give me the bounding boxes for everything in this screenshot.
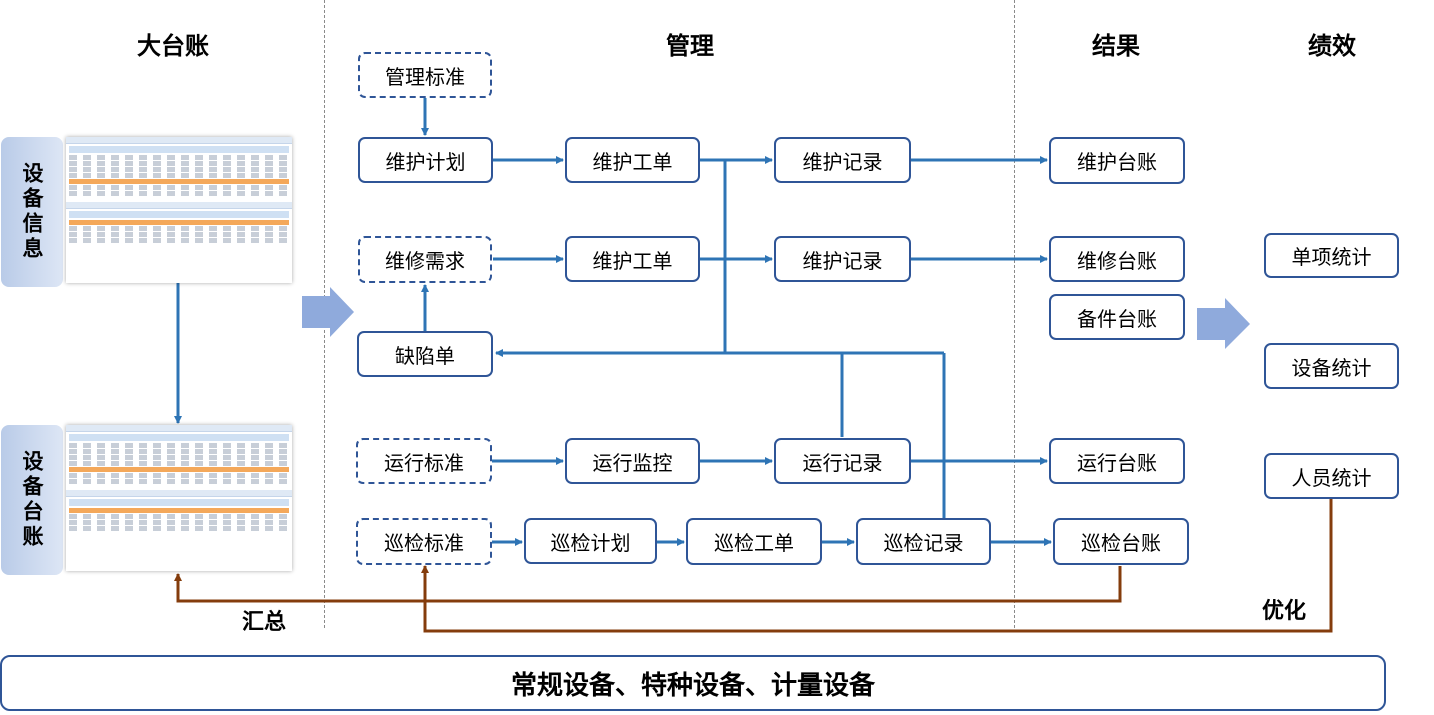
node-run-ledger: 运行台账 xyxy=(1049,438,1185,484)
equipment-ledger-screenshot xyxy=(66,425,292,571)
equipment-ledger-label: 设备台账 xyxy=(1,425,63,575)
node-inspect-plan: 巡检计划 xyxy=(524,518,657,564)
column-title-management: 管理 xyxy=(666,32,714,60)
node-inspect-record: 巡检记录 xyxy=(856,518,991,565)
equipment-info-screenshot xyxy=(66,137,292,283)
node-repair-ledger: 维修台账 xyxy=(1049,236,1185,282)
divider-management-result xyxy=(1014,0,1015,628)
feedback-optimize-line xyxy=(421,499,1333,633)
node-mgmt-standard: 管理标准 xyxy=(358,52,492,98)
node-inspect-ledger: 巡检台账 xyxy=(1053,518,1189,565)
node-repair-demand: 维修需求 xyxy=(358,236,492,283)
equipment-info-label: 设备信息 xyxy=(1,137,63,287)
node-maint-record-2: 维护记录 xyxy=(774,236,911,282)
node-single-stats: 单项统计 xyxy=(1264,233,1399,278)
node-run-record: 运行记录 xyxy=(774,438,911,484)
big-arrow-result-to-performance xyxy=(1197,298,1250,349)
node-inspect-order: 巡检工单 xyxy=(686,518,822,565)
node-maint-ledger: 维护台账 xyxy=(1049,137,1185,184)
node-staff-stats: 人员统计 xyxy=(1264,453,1399,499)
node-maint-record-1: 维护记录 xyxy=(774,137,911,183)
node-equip-stats: 设备统计 xyxy=(1264,343,1399,389)
big-arrow-ledger-to-management xyxy=(302,287,354,337)
node-spare-ledger: 备件台账 xyxy=(1049,294,1185,340)
optimize-label: 优化 xyxy=(1262,599,1307,624)
node-maint-order-2: 维护工单 xyxy=(565,236,700,282)
feedback-summary-line xyxy=(174,566,1122,603)
node-defect-order: 缺陷单 xyxy=(357,331,493,377)
column-title-ledger: 大台账 xyxy=(137,32,209,60)
summary-label: 汇总 xyxy=(242,610,287,635)
node-maint-plan: 维护计划 xyxy=(358,137,493,183)
column-title-performance: 绩效 xyxy=(1308,32,1356,60)
node-inspect-standard: 巡检标准 xyxy=(356,518,492,565)
node-run-standard: 运行标准 xyxy=(356,438,492,484)
column-title-result: 结果 xyxy=(1092,32,1140,60)
equipment-category-bar: 常规设备、特种设备、计量设备 xyxy=(0,655,1386,711)
node-maint-order-1: 维护工单 xyxy=(565,137,700,183)
node-run-monitor: 运行监控 xyxy=(565,438,700,484)
